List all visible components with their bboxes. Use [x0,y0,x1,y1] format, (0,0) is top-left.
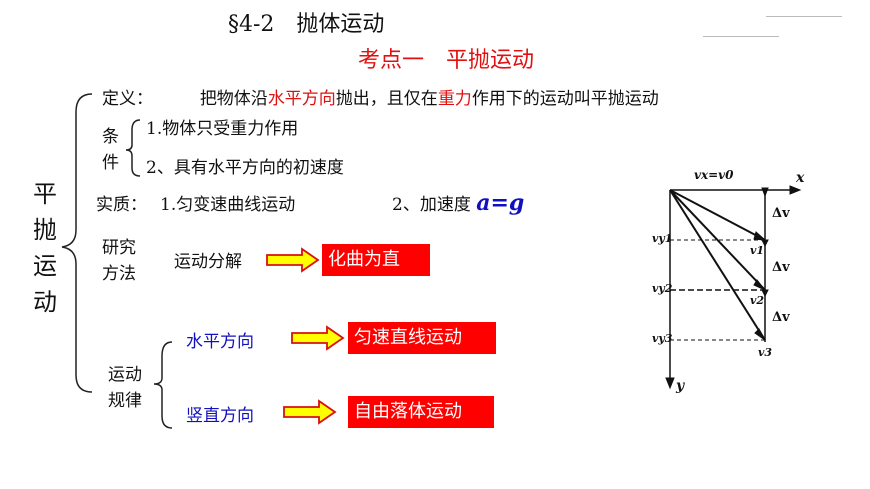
vy2-label: vy2 [652,282,673,295]
essence-item-1: 1.匀变速曲线运动 [160,195,296,215]
main-topic-char: 动 [33,288,57,316]
vy1-label: vy1 [652,232,673,245]
conditions-label-bottom: 件 [102,153,119,173]
v3-label: v3 [758,346,773,359]
delta-v-label: Δv [772,260,790,275]
arrow-vertical [283,399,337,425]
main-topic-char: 抛 [33,216,57,244]
main-brace [61,93,93,393]
law-vertical-result: 自由落体运动 [348,396,494,428]
laws-brace [153,341,173,429]
law-vertical-label: 竖直方向 [186,406,254,426]
vy3-label: vy3 [652,332,673,345]
page-subtitle: 考点一 平抛运动 [358,48,535,73]
essence-label: 实质： [96,195,147,215]
essence-item-2: 2、加速度 a=g [392,190,524,216]
arrow-method [266,247,320,273]
condition-item-1: 1.物体只受重力作用 [146,119,299,139]
definition-label: 定义： [102,89,153,109]
law-horizontal-label: 水平方向 [186,332,254,352]
law-horizontal-result: 匀速直线运动 [348,322,496,354]
x-axis-label: x [796,170,805,186]
figure-top-label: vx=v0 [694,168,734,182]
laws-label-bottom: 规律 [108,391,142,411]
main-topic-char: 平 [33,180,57,208]
conditions-label-top: 条 [102,127,119,147]
arrow-horizontal [291,325,345,351]
condition-item-2: 2、具有水平方向的初速度 [146,158,344,178]
main-topic-char: 运 [33,252,57,280]
method-label-top: 研究 [102,238,136,258]
y-axis-label: y [676,378,685,394]
delta-v-label: Δv [772,310,790,325]
definition-text: 作用下的运动叫平抛运动 [471,89,659,109]
main-topic: 平 抛 运 动 [30,176,60,320]
laws-label-top: 运动 [108,365,142,385]
decorative-line [766,16,842,17]
definition-row: 定义： 把物体沿水平方向抛出，且仅在重力作用下的运动叫平抛运动 [102,84,659,109]
conditions-brace [125,119,141,177]
definition-text: 抛出，且仅在 [335,89,438,109]
method-label-bottom: 方法 [102,264,136,284]
definition-highlight-gravity: 重力 [437,89,472,109]
method-result-box: 化曲为直 [322,244,430,276]
acceleration-formula: a=g [476,190,525,216]
definition-text: 把物体沿 [199,89,268,109]
delta-v-label: Δv [772,206,790,221]
v1-label: v1 [750,244,765,257]
essence-item-2-text: 2、加速度 [392,195,471,215]
decorative-line [703,36,779,37]
v2-label: v2 [750,294,765,307]
method-text: 运动分解 [174,252,242,272]
page-title: §4-2 抛体运动 [228,12,385,37]
velocity-figure [665,185,802,390]
definition-highlight-horizontal: 水平方向 [267,89,336,109]
